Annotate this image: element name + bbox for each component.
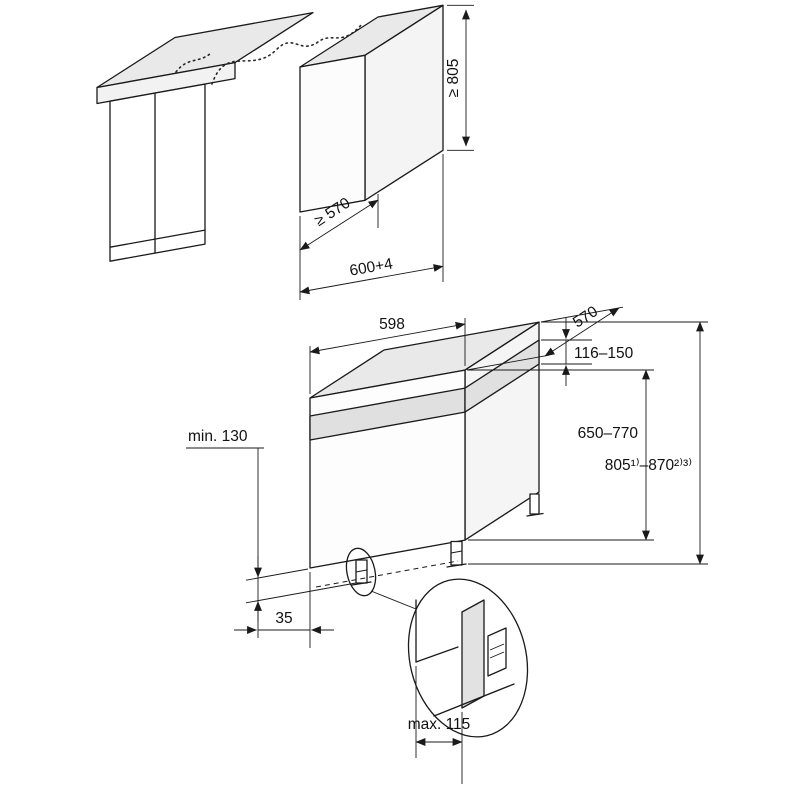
dim-label-panel-height: 116–150 xyxy=(574,345,634,362)
ext-line xyxy=(245,568,309,581)
appliance-feet xyxy=(315,493,544,588)
cutaway-squiggle-2 xyxy=(175,51,213,73)
dim-label-plinth-min: min. 130 xyxy=(188,428,248,445)
dim-niche-depth xyxy=(299,199,379,251)
dim-label-plinth-max-depth: max. 115 xyxy=(408,716,471,733)
dim-label-depth: 570 xyxy=(570,303,601,332)
adjustable-foot xyxy=(487,627,507,677)
control-panel-side xyxy=(464,339,540,413)
dim-label-total-height: 805¹⁾–870²⁾³⁾ xyxy=(605,457,692,474)
ext-line xyxy=(466,354,550,371)
dim-niche-width xyxy=(299,264,444,295)
countertop-front-face xyxy=(96,61,236,105)
dim-label-width: 598 xyxy=(379,316,405,333)
cutaway-squiggle xyxy=(211,23,363,85)
dim-width xyxy=(309,321,466,355)
door-underside-edge xyxy=(415,646,459,663)
plinth-detail xyxy=(415,599,515,717)
base-cabinet-front xyxy=(109,83,206,262)
base-hidden-edge xyxy=(315,560,459,588)
dim-label-front-offset: 35 xyxy=(275,610,292,627)
dim-label-niche-height: ≥ 805 xyxy=(445,59,462,98)
plinth-board xyxy=(461,599,485,709)
rear-foot xyxy=(529,493,540,515)
floor-line xyxy=(433,683,515,717)
detail-source-ellipse xyxy=(345,547,377,597)
cabinet-plinth-line xyxy=(109,229,206,248)
appliance-diagram: 598 570 116–150 650–770 805¹⁾–870²⁾³⁾ mi… xyxy=(186,303,708,784)
niche-front-face xyxy=(299,54,366,213)
ext-line xyxy=(245,582,357,604)
dim-depth xyxy=(544,307,620,357)
niche-diagram: ≥ 570 600+4 ≥ 805 xyxy=(96,4,474,300)
dim-label-door-height: 650–770 xyxy=(578,425,639,442)
